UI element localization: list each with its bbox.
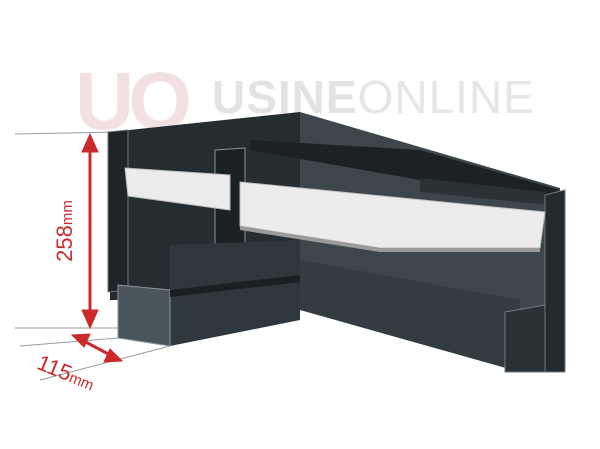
- base-left-block: [117, 284, 171, 347]
- glass-panel-left: [124, 167, 231, 211]
- depth-arrow: [70, 333, 124, 363]
- dimension-guides: [14, 131, 171, 381]
- brand-logo: USINEONLINE: [212, 71, 535, 123]
- base-left-face: [170, 240, 300, 346]
- base-right-face: [300, 260, 520, 372]
- height-dimension-label: 258mm: [51, 200, 77, 262]
- height-arrow: [81, 132, 99, 330]
